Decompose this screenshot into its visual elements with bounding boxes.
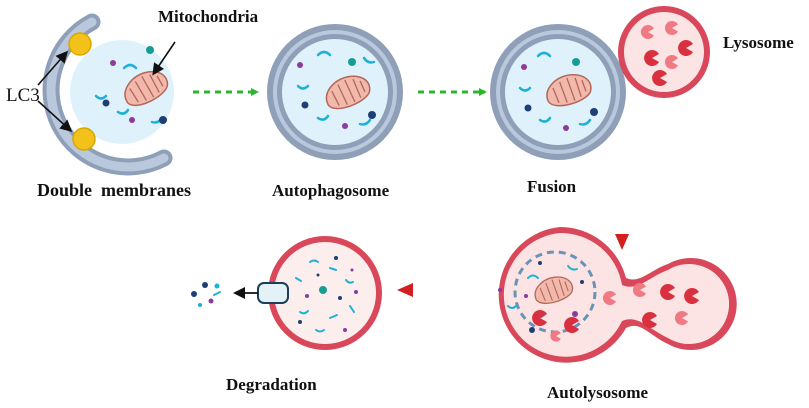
- label-degradation: Degradation: [226, 375, 317, 394]
- label-lysosome: Lysosome: [723, 33, 794, 52]
- label-mitochondria: Mitochondria: [158, 7, 259, 26]
- lc3-protein-icon: [72, 127, 96, 151]
- label-autolysosome: Autolysosome: [547, 383, 649, 402]
- lc3-arrow-top: [37, 50, 68, 86]
- label-autophagosome: Autophagosome: [272, 181, 390, 200]
- autophagosome: [267, 24, 403, 160]
- lc3-protein-icon: [68, 32, 92, 56]
- autolysosome: [498, 226, 737, 363]
- phagophore: [42, 13, 174, 176]
- mitochondria-arrow: [152, 41, 176, 76]
- arrow-to-degradation-head: [397, 283, 413, 297]
- arrow-to-autolysosome-head: [615, 234, 629, 250]
- degraded-products: [191, 282, 221, 307]
- lc3-arrow-bottom: [37, 100, 73, 133]
- fusion-autophagosome: [490, 24, 626, 160]
- transporter-icon: [257, 282, 289, 304]
- label-lc3: LC3: [6, 85, 40, 106]
- lysosome: [618, 6, 710, 98]
- degradation-lysosome: [257, 236, 382, 350]
- label-double-membranes: Double membranes: [37, 180, 191, 200]
- label-fusion: Fusion: [527, 177, 577, 196]
